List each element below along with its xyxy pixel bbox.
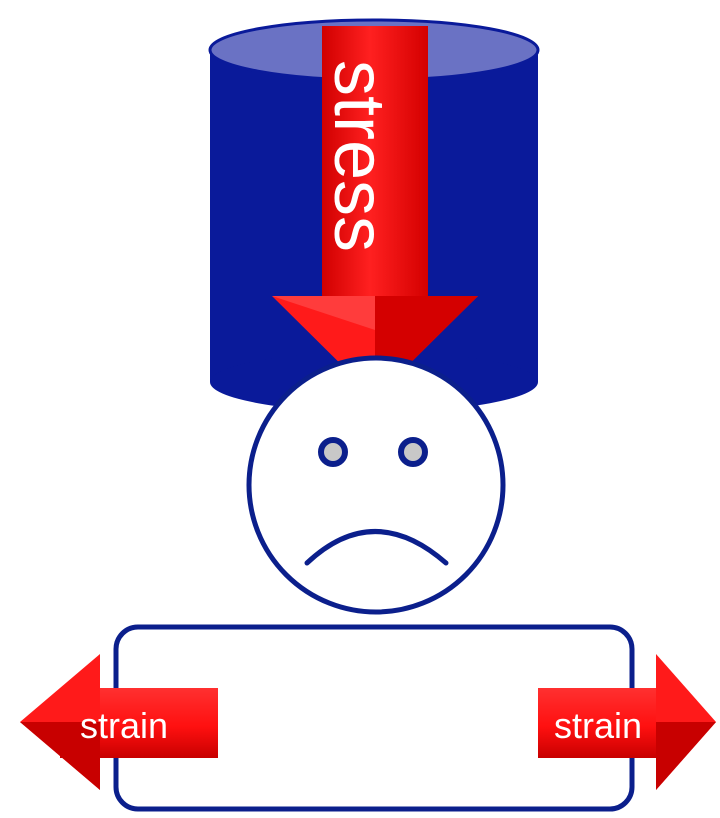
strain-arrow-left: strain — [20, 654, 218, 790]
left-eye — [318, 437, 348, 467]
stress-arrow-shaft — [322, 26, 428, 298]
right-eye — [398, 437, 428, 467]
sad-face — [246, 355, 506, 615]
face-outline — [246, 355, 506, 615]
stress-label: stress — [319, 60, 399, 252]
frown-mouth — [304, 529, 449, 566]
stress-arrow-head-highlight — [272, 296, 375, 330]
strain-arrow-right: strain — [538, 654, 716, 790]
strain-arrow-right-head-shade — [656, 722, 716, 790]
strain-left-label: strain — [80, 705, 168, 746]
strain-arrow-right-shaft — [538, 688, 676, 758]
strain-arrow-left-head-shade — [20, 722, 100, 790]
strain-right-label: strain — [554, 705, 642, 746]
